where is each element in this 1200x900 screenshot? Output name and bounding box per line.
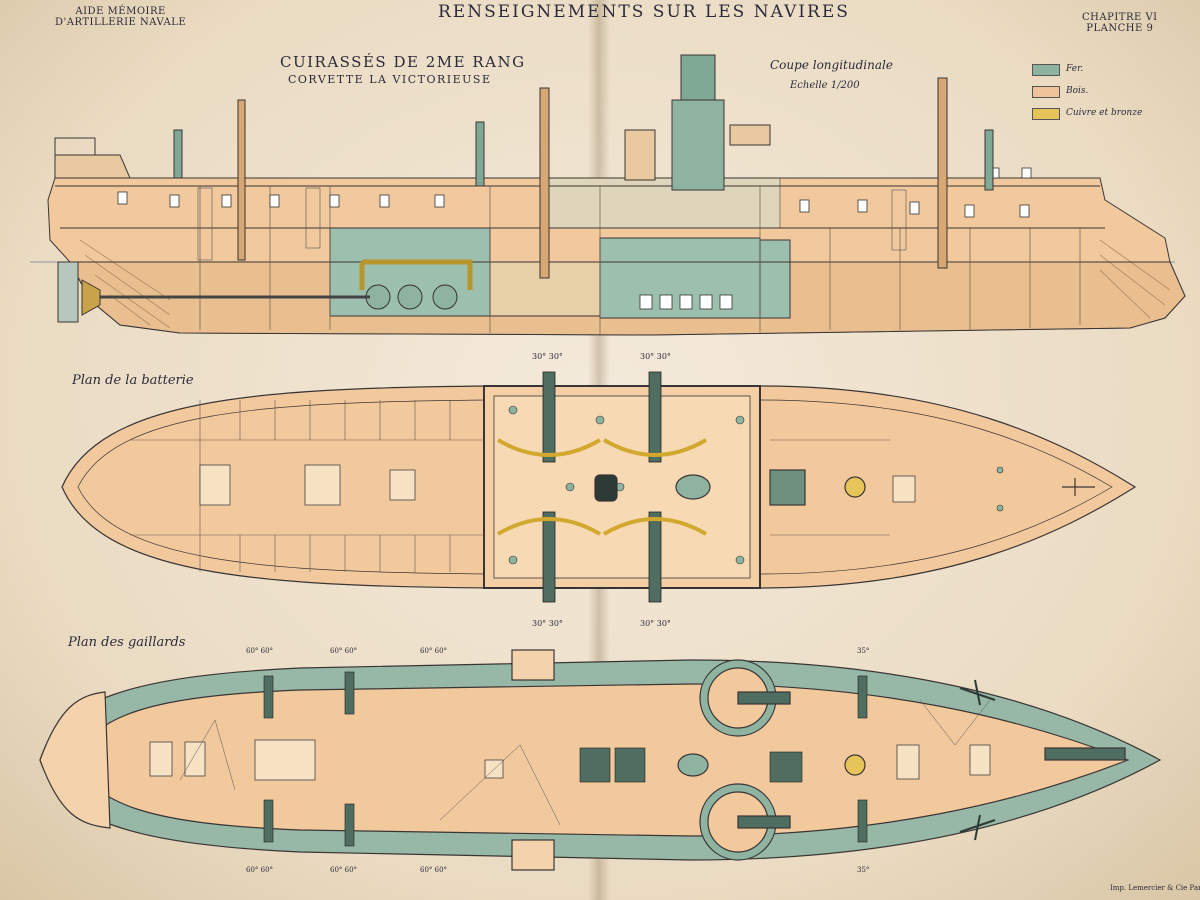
gun-4 bbox=[648, 511, 662, 603]
header-right-line2: PLANCHE 9 bbox=[1086, 23, 1154, 34]
forecastle-angle-top-2: 60° 60° bbox=[330, 647, 358, 655]
deckhouse bbox=[624, 129, 656, 181]
section-scale: Echelle 1/200 bbox=[790, 80, 860, 91]
battery-deck-plan bbox=[61, 371, 1137, 603]
cabin-partitions bbox=[130, 400, 890, 572]
main-mast bbox=[539, 87, 550, 279]
turret-gun-starboard bbox=[737, 815, 791, 829]
stern-planking bbox=[79, 239, 171, 329]
gun-2 bbox=[648, 371, 662, 463]
hatch-iron bbox=[675, 474, 711, 500]
forecastle-angle-bottom-4: 35° bbox=[857, 866, 870, 874]
gangway-top bbox=[511, 649, 555, 681]
battery-guns bbox=[542, 371, 662, 603]
mizzen-mast bbox=[237, 99, 246, 261]
plate-title: RENSEIGNEMENTS SUR LES NAVIRES bbox=[438, 2, 850, 22]
rudder bbox=[57, 261, 79, 323]
legend-swatch-bronze bbox=[1032, 108, 1060, 120]
legend-label-wood: Bois. bbox=[1066, 86, 1089, 96]
forecastle-angle-top-3: 60° 60° bbox=[420, 647, 448, 655]
legend-swatch-wood bbox=[1032, 86, 1060, 98]
ventilators bbox=[173, 121, 994, 191]
battery-plan-title: Plan de la batterie bbox=[72, 373, 194, 388]
turret-gun-port bbox=[737, 691, 791, 705]
ladders bbox=[197, 187, 907, 261]
fore-mast bbox=[937, 77, 948, 269]
header-left: AIDE MÉMOIRE D'ARTILLERIE NAVALE bbox=[55, 6, 186, 28]
section-title: Coupe longitudinale bbox=[770, 58, 893, 72]
dark-hatches bbox=[579, 747, 803, 783]
forecastle-plan-title: Plan des gaillards bbox=[68, 635, 186, 650]
stern-gallery bbox=[54, 154, 131, 179]
battery-hatches bbox=[199, 464, 916, 506]
propeller bbox=[81, 279, 101, 316]
battery-angle-top-right: 30° 30° bbox=[640, 352, 671, 361]
forecastle-angle-bottom-2: 60° 60° bbox=[330, 866, 358, 874]
legend-label-iron: Fer. bbox=[1066, 64, 1084, 74]
header-right-line1: CHAPITRE VI bbox=[1082, 12, 1158, 23]
battery-inner-line bbox=[77, 399, 1113, 575]
gun-3 bbox=[542, 511, 556, 603]
bow-chase-gun bbox=[1044, 747, 1126, 761]
bronze-capstan bbox=[844, 476, 866, 498]
battery-angle-top-left: 30° 30° bbox=[532, 352, 563, 361]
gun-racers bbox=[496, 438, 708, 536]
battery-angle-bottom-left: 30° 30° bbox=[532, 619, 563, 628]
bridge-house bbox=[729, 124, 771, 146]
poop-deck bbox=[39, 691, 111, 829]
steam-pipe bbox=[359, 259, 473, 290]
boiler-doors bbox=[639, 294, 733, 310]
forecastle-deck-plan bbox=[39, 649, 1162, 871]
header-left-line2: D'ARTILLERIE NAVALE bbox=[55, 17, 187, 28]
forecastle-angle-bottom-1: 60° 60° bbox=[246, 866, 274, 874]
longitudinal-section bbox=[30, 54, 1186, 336]
legend-label-bronze: Cuivre et bronze bbox=[1066, 108, 1143, 118]
forecastle-angle-top-4: 35° bbox=[857, 647, 870, 655]
funnel-casing bbox=[671, 99, 725, 191]
forecastle-angle-bottom-3: 60° 60° bbox=[420, 866, 448, 874]
anchors bbox=[959, 679, 996, 841]
ship-class-title: CUIRASSÉS DE 2ME RANG bbox=[280, 53, 526, 71]
broadside-guns bbox=[263, 671, 868, 847]
boat-falls bbox=[179, 699, 991, 826]
forecastle-hatch-iron bbox=[677, 753, 709, 777]
capstan bbox=[594, 474, 618, 502]
header-right: CHAPITRE VI PLANCHE 9 bbox=[1082, 12, 1158, 34]
gun-1 bbox=[542, 371, 556, 463]
bulkheads bbox=[199, 186, 1081, 335]
gangway-bottom bbox=[511, 839, 555, 871]
bow-planking bbox=[1099, 239, 1171, 319]
stern-rail bbox=[54, 137, 96, 156]
header-left-line1: AIDE MÉMOIRE bbox=[75, 6, 166, 17]
coal-bunker bbox=[759, 239, 791, 319]
forecastle-angle-top-1: 60° 60° bbox=[246, 647, 274, 655]
galley bbox=[769, 469, 806, 506]
engines bbox=[365, 284, 458, 310]
ports bbox=[117, 167, 1032, 218]
legend-swatch-iron bbox=[1032, 64, 1060, 76]
forecastle-bronze-capstan bbox=[844, 754, 866, 776]
battery-angle-bottom-right: 30° 30° bbox=[640, 619, 671, 628]
printer-credit: Imp. Lemercier & Cie Paris bbox=[1110, 884, 1200, 892]
ship-name: CORVETTE LA VICTORIEUSE bbox=[288, 73, 492, 86]
turrets bbox=[699, 659, 791, 861]
battery-fittings bbox=[508, 405, 1004, 565]
